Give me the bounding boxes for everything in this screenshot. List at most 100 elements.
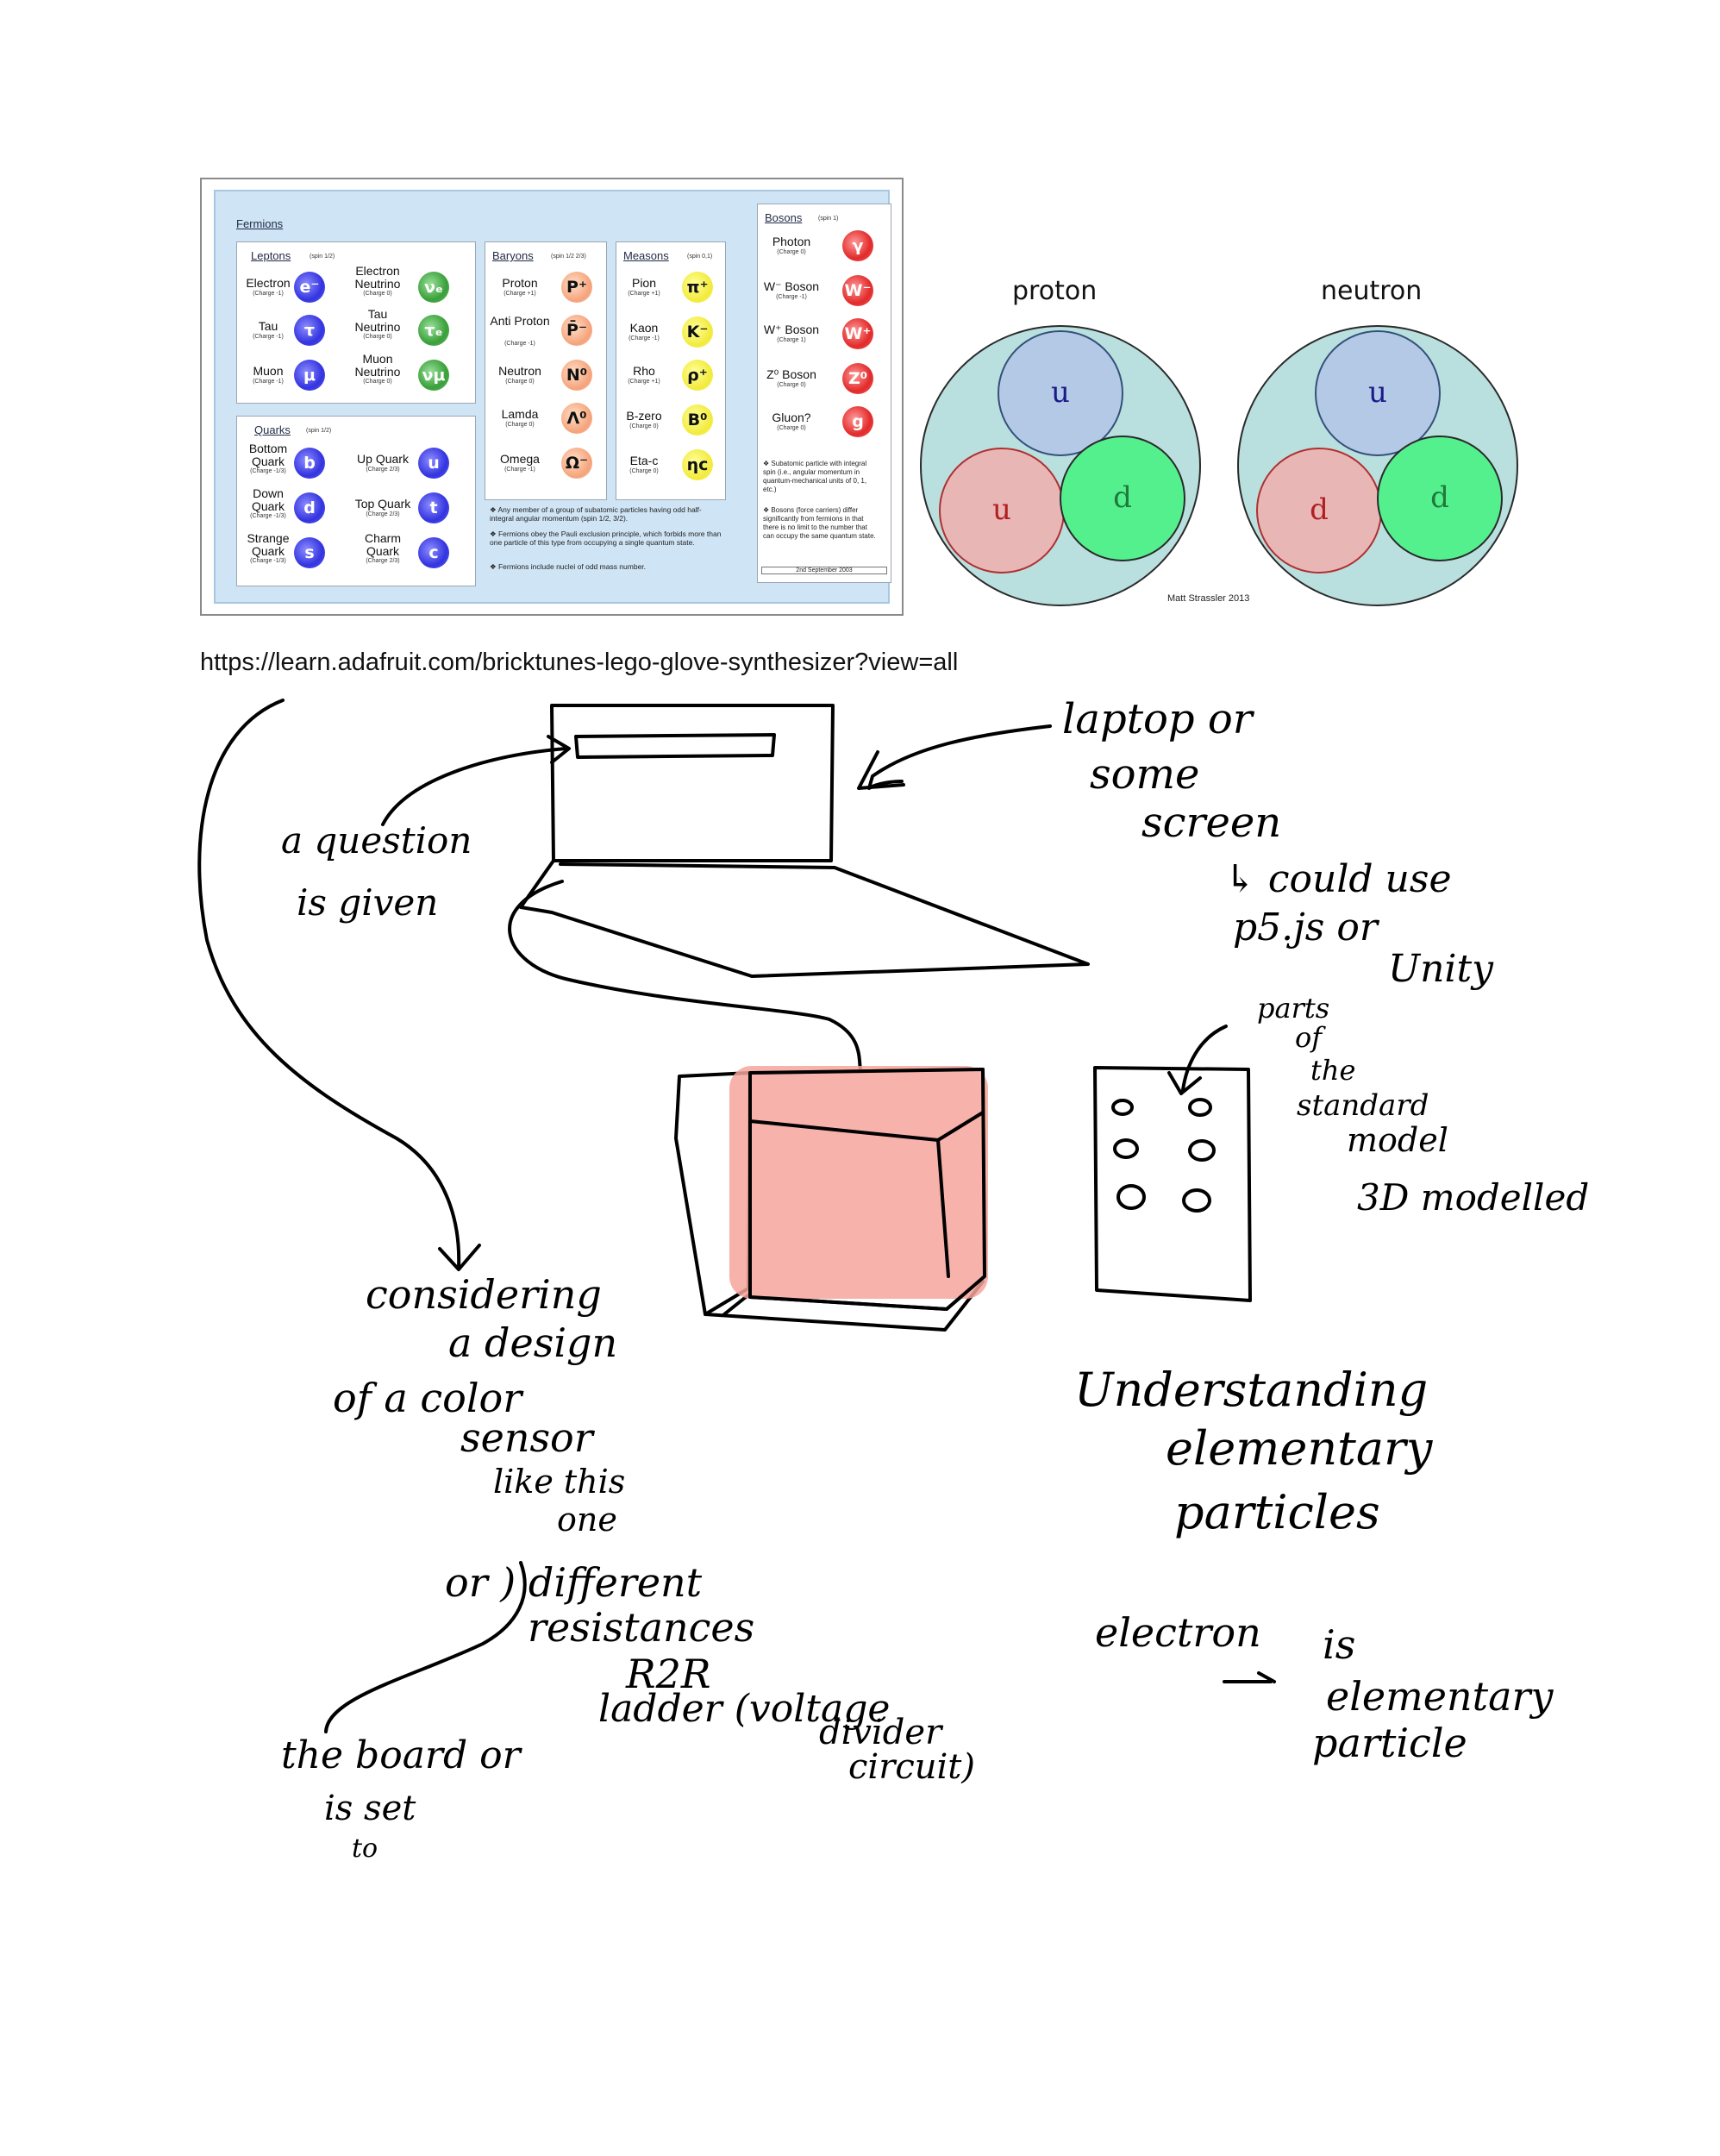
board-hole-1 xyxy=(1111,1099,1134,1116)
proton-title: proton xyxy=(1012,276,1098,306)
board-panel xyxy=(1093,1066,1252,1302)
particle-name: Electron xyxy=(246,276,291,290)
reference-url: https://learn.adafruit.com/bricktunes-le… xyxy=(200,649,959,676)
note-understanding-line3: particles xyxy=(1174,1485,1380,1539)
particle-name: Up Quark xyxy=(357,452,409,466)
note-parts-line4: standard xyxy=(1297,1088,1429,1123)
particle-name: Kaon xyxy=(629,321,659,335)
note-unity-line3: Unity xyxy=(1388,947,1494,991)
note-sensor-line2: a design xyxy=(448,1319,618,1366)
fermions-title: Fermions xyxy=(236,217,284,230)
note-question-line1: a question xyxy=(281,819,472,862)
flow-arrowhead xyxy=(438,1244,481,1271)
bosons-panel: Bosons (spin 1) ❖ Subatomic particle wit… xyxy=(757,204,891,583)
particle-symbol-ball: τ xyxy=(294,315,325,346)
proton-quark-right-label: d xyxy=(1113,480,1132,515)
chart-date: 2nd September 2003 xyxy=(761,567,887,574)
board-connector-line xyxy=(324,1561,527,1733)
neutron-quark-top-label: u xyxy=(1368,375,1387,410)
particle-name: Charm Quark xyxy=(364,531,401,558)
particle-symbol-ball: P⁺ xyxy=(561,272,592,303)
note-parts-line3: the xyxy=(1310,1054,1356,1087)
question-arrow xyxy=(381,747,567,826)
diagram-credit: Matt Strassler 2013 xyxy=(1167,593,1250,604)
particle-charge: (Charge 1) xyxy=(777,337,806,343)
particle-symbol-ball: N⁰ xyxy=(561,360,592,391)
particle-charge: (Charge -1/3) xyxy=(250,558,286,564)
flow-curve-arrow xyxy=(197,699,461,1269)
note-understanding-line1: Understanding xyxy=(1074,1363,1429,1417)
chart-background: Fermions Leptons (spin 1/2) Electron(Cha… xyxy=(214,190,891,604)
particle-name: Neutron xyxy=(498,364,541,378)
note-sensor-line5: like this xyxy=(493,1463,626,1501)
question-text-bar xyxy=(574,733,776,759)
laptop-screen-outline xyxy=(550,704,835,862)
particle-name: Pion xyxy=(631,276,657,290)
particle-name: W⁺ Boson xyxy=(763,323,820,336)
neutron-quark-top xyxy=(1315,330,1441,456)
neutron-quark-left-label: d xyxy=(1310,492,1329,527)
particle-symbol-ball: c xyxy=(418,537,449,568)
particle-charge: (Charge -1/3) xyxy=(250,468,286,474)
note-electron-elementary: elementary xyxy=(1326,1673,1554,1720)
note-3d-modelled: 3D modelled xyxy=(1357,1176,1590,1219)
particle-charge: (Charge -1) xyxy=(776,294,807,300)
particle-symbol-ball: s xyxy=(294,537,325,568)
fermion-note-2: ❖ Fermions obey the Pauli exclusion prin… xyxy=(490,530,722,547)
board-hole-2 xyxy=(1188,1098,1212,1117)
note-sensor-line4: sensor xyxy=(460,1414,593,1461)
note-r2r-line3: divider xyxy=(819,1713,942,1752)
proton-diagram: u u d xyxy=(920,325,1201,606)
particle-name: Eta-c xyxy=(629,454,659,467)
laptop-cable xyxy=(508,880,862,1073)
mesons-spin: (spin 0,1) xyxy=(687,254,713,260)
particle-charge: (Charge 0) xyxy=(505,422,535,428)
mesons-panel: Measons (spin 0,1) Pion(Charge +1)π⁺Kaon… xyxy=(616,241,726,500)
particle-charge: (Charge 0) xyxy=(363,334,392,340)
particle-charge: (Charge -1) xyxy=(504,341,535,347)
laptop-label-arrow xyxy=(867,724,1052,790)
particle-name: Rho xyxy=(633,364,655,378)
particle-name: Tau Neutrino xyxy=(354,307,401,334)
note-laptop-line3: screen xyxy=(1141,799,1282,847)
particle-symbol-ball: t xyxy=(418,492,449,523)
particle-symbol-ball: W⁺ xyxy=(842,318,873,349)
note-sensor-line1: considering xyxy=(366,1271,602,1318)
note-sensor-line3: of a color xyxy=(333,1375,522,1421)
baryons-spin: (spin 1/2 2/3) xyxy=(551,254,586,260)
particle-symbol-ball: d xyxy=(294,492,325,523)
particle-symbol-ball: τₑ xyxy=(418,315,449,346)
particle-name: Strange Quark xyxy=(247,531,290,558)
particle-charge: (Charge 0) xyxy=(629,468,659,474)
particle-name: Muon Neutrino xyxy=(354,352,401,379)
note-bullet: ❖ xyxy=(763,460,772,467)
question-arrowhead xyxy=(547,735,571,764)
particle-symbol-ball: μ xyxy=(294,360,325,391)
particle-charge: (Charge +1) xyxy=(628,379,660,385)
bosons-spin: (spin 1) xyxy=(818,216,839,222)
particle-symbol-ball: ρ⁺ xyxy=(682,360,713,391)
particle-charge: (Charge -1) xyxy=(253,291,284,297)
note-bullet: ❖ xyxy=(763,506,772,514)
particle-charge: (Charge -1) xyxy=(629,335,660,342)
particle-charge: (Charge -1/3) xyxy=(250,513,286,519)
fermion-note-1: ❖ Any member of a group of subatomic par… xyxy=(490,505,702,523)
board-hole-3 xyxy=(1113,1138,1139,1159)
baryons-panel: Baryons (spin 1/2 2/3) Proton(Charge +1)… xyxy=(485,241,607,500)
particle-name: Proton xyxy=(502,276,538,290)
boson-note-2: ❖ Bosons (force carriers) differ signifi… xyxy=(763,506,876,540)
particle-symbol-ball: γ xyxy=(842,230,873,261)
particle-symbol-ball: νμ xyxy=(418,360,449,391)
particle-charge: (Charge 2/3) xyxy=(366,467,400,473)
particle-name: Lamda xyxy=(501,407,539,421)
note-parts-line5: model xyxy=(1347,1121,1448,1159)
board-hole-5 xyxy=(1116,1184,1146,1210)
board-hole-6 xyxy=(1182,1188,1211,1213)
particle-symbol-ball: u xyxy=(418,448,449,479)
note-electron-is: is xyxy=(1323,1621,1356,1668)
note-unity-line2: p5.js or xyxy=(1233,906,1378,950)
particle-name: B-zero xyxy=(626,409,662,423)
highlighted-box-fill xyxy=(729,1066,988,1299)
note-laptop-line1: laptop or xyxy=(1062,695,1253,743)
box-front-outline-over xyxy=(748,1068,986,1311)
